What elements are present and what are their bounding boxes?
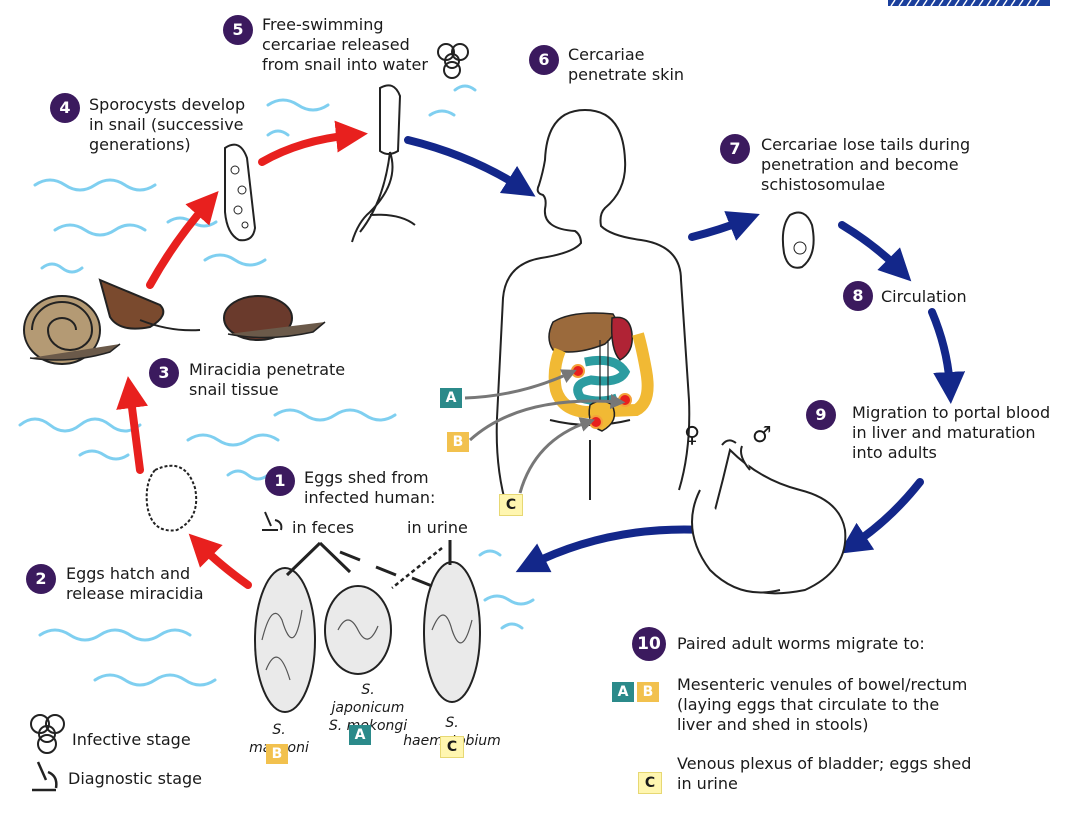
- adult-worms-illustration: [691, 439, 847, 595]
- step-2-line1: Eggs hatch and: [66, 564, 191, 583]
- step-6-badge: 6: [529, 45, 559, 75]
- species-japonicum-tag: A: [349, 725, 371, 745]
- step-9-line1: Migration to portal blood: [852, 403, 1051, 422]
- step-9-line2: in liver and maturation: [852, 423, 1036, 442]
- route-urine-label: in urine: [407, 518, 468, 537]
- step-4-badge: 4: [50, 93, 80, 123]
- step-1-badge: 1: [265, 466, 295, 496]
- step-9-badge: 9: [806, 400, 836, 430]
- step-7-badge: 7: [720, 134, 750, 164]
- step-4-line3: generations): [89, 135, 191, 154]
- dest-c-tag: C: [638, 772, 662, 794]
- step-5-badge: 5: [223, 15, 253, 45]
- human-silhouette: [495, 109, 691, 509]
- dest-c-line1: Venous plexus of bladder; eggs shed: [677, 754, 972, 773]
- legend-infective-label: Infective stage: [72, 730, 191, 749]
- body-tag-c: C: [499, 494, 523, 516]
- body-tag-b: B: [447, 432, 469, 452]
- body-tag-a: A: [440, 388, 462, 408]
- dest-ab-tag-b: B: [637, 682, 659, 702]
- male-symbol: ♂: [752, 423, 772, 448]
- step-5-label: Free-swimming cercariae released from sn…: [262, 15, 428, 75]
- step-4-line1: Sporocysts develop: [89, 95, 246, 114]
- microscope-icon-step1: [262, 511, 283, 531]
- dest-c-line2: in urine: [677, 774, 738, 793]
- red-arrows: [116, 120, 368, 589]
- internal-organs: [548, 312, 654, 432]
- step-5-line2: cercariae released: [262, 35, 410, 54]
- step-9-label: Migration to portal blood in liver and m…: [852, 403, 1050, 463]
- corner-logo: [888, 0, 1050, 7]
- step-6-label: Cercariae penetrate skin: [568, 45, 684, 85]
- water-waves: [18, 84, 535, 687]
- miracidium-illustration: [145, 464, 198, 532]
- step-5-line3: from snail into water: [262, 55, 428, 74]
- step-2-label: Eggs hatch and release miracidia: [66, 564, 204, 604]
- step-6-line2: penetrate skin: [568, 65, 685, 84]
- egg-route-lines: [285, 540, 452, 589]
- cercaria-illustration: [351, 84, 416, 243]
- step-3-line2: snail tissue: [189, 380, 279, 399]
- microscope-icon-legend: [32, 761, 58, 792]
- species-mansoni-tag: B: [266, 744, 288, 764]
- step-3-label: Miracidia penetrate snail tissue: [189, 360, 345, 400]
- step-4-label: Sporocysts develop in snail (successive …: [89, 95, 245, 155]
- biohazard-icon-legend: [30, 714, 65, 754]
- step-7-line2: penetration and become: [761, 155, 959, 174]
- step-4-line2: in snail (successive: [89, 115, 244, 134]
- dest-ab-tag-a: A: [612, 682, 634, 702]
- step-10-badge: 10: [632, 627, 666, 661]
- tag-connectors: [464, 369, 626, 494]
- step-6-line1: Cercariae: [568, 45, 645, 64]
- egg-illustrations: [254, 561, 481, 713]
- dest-ab-line2: (laying eggs that circulate to the: [677, 695, 940, 714]
- step-7-label: Cercariae lose tails during penetration …: [761, 135, 970, 195]
- sporocyst-illustration: [224, 143, 257, 242]
- legend-diagnostic-label: Diagnostic stage: [68, 769, 203, 788]
- step-3-line1: Miracidia penetrate: [189, 360, 346, 379]
- step-10-label: Paired adult worms migrate to:: [677, 634, 925, 653]
- step-1-line2: infected human:: [304, 488, 436, 507]
- schistosomulum-illustration: [781, 211, 815, 269]
- dest-ab-line1: Mesenteric venules of bowel/rectum: [677, 675, 968, 694]
- dest-c-label: Venous plexus of bladder; eggs shed in u…: [677, 754, 971, 794]
- step-3-badge: 3: [149, 358, 179, 388]
- step-1-line1: Eggs shed from: [304, 468, 429, 487]
- step-2-line2: release miracidia: [66, 584, 204, 603]
- dest-ab-line3: liver and shed in stools): [677, 715, 869, 734]
- step-7-line3: schistosomulae: [761, 175, 886, 194]
- step-1-label: Eggs shed from infected human:: [304, 468, 435, 508]
- route-feces-label: in feces: [292, 518, 355, 537]
- dest-ab-label: Mesenteric venules of bowel/rectum (layi…: [677, 675, 967, 735]
- step-2-badge: 2: [26, 564, 56, 594]
- step-8-badge: 8: [843, 281, 873, 311]
- female-symbol: ♀: [684, 423, 701, 448]
- blue-arrows: [404, 136, 966, 573]
- step-5-line1: Free-swimming: [262, 15, 384, 34]
- species-haematobium-tag: C: [440, 736, 464, 758]
- species-japonicum-name: S. japonicum: [331, 682, 405, 716]
- snail-illustrations: [23, 278, 326, 365]
- step-7-line1: Cercariae lose tails during: [761, 135, 971, 154]
- step-8-label: Circulation: [881, 287, 967, 306]
- biohazard-icon-step5: [437, 43, 469, 79]
- step-9-line3: into adults: [852, 443, 937, 462]
